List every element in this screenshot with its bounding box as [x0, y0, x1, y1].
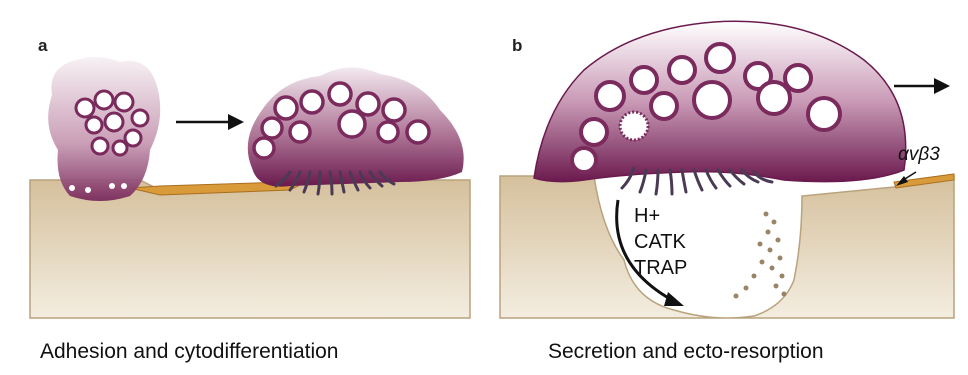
migration-arrow	[894, 78, 950, 94]
panel-b-caption: Secretion and ecto-resorption	[548, 340, 824, 364]
degraded-matrix-particles	[734, 212, 787, 299]
panel-a-illustration	[0, 0, 484, 375]
secreted-catk: CATK	[634, 231, 687, 253]
panel-a: a	[0, 0, 484, 375]
precursor-cell	[48, 57, 160, 201]
panel-b-illustration: αvβ3 H+ CATK TRAP	[484, 0, 968, 375]
progression-arrow	[176, 114, 244, 130]
panel-b: b	[484, 0, 968, 375]
bone-surface-b	[500, 176, 954, 318]
panel-a-caption: Adhesion and cytodifferentiation	[40, 340, 339, 364]
secreted-trap: TRAP	[634, 257, 687, 279]
secreted-h-plus: H+	[634, 205, 660, 227]
integrin-label: αvβ3	[898, 144, 940, 165]
secretion-arrowhead	[664, 292, 684, 306]
